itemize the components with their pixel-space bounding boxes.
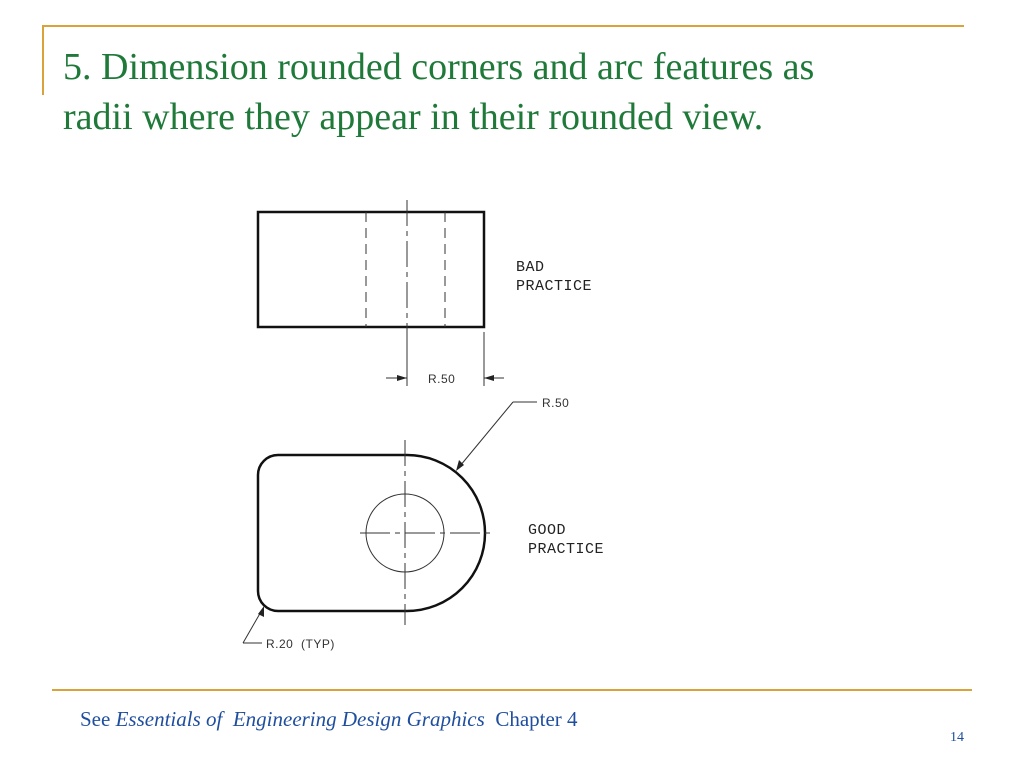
slide-title: 5. Dimension rounded corners and arc fea… [63,42,963,142]
footer-chapter: Chapter 4 [484,707,578,731]
bad-dimension-text: R.50 [428,372,455,386]
bad-dimension-arrow-left [397,375,407,381]
bad-practice-label-line-1: BAD [516,259,545,276]
good-radius-arrow [456,460,464,471]
footer-book-title: Essentials of Engineering Design Graphic… [115,707,485,731]
footer-prefix: See [80,707,116,731]
bad-practice-view: R.50 BAD PRACTICE [256,200,592,386]
footer-citation: See Essentials of Engineering Design Gra… [80,707,578,732]
good-radius-leader [459,401,514,467]
top-accent-rule [42,25,964,27]
good-practice-label-line-2: PRACTICE [528,541,604,558]
page-number: 14 [950,730,964,745]
corner-radius-leader [242,609,263,644]
left-accent-rule [42,25,44,95]
bad-part-outline [256,210,486,329]
slide-title-line-2: radii where they appear in their rounded… [63,96,764,138]
good-practice-view: R.50 R.20 (TYP) GOOD PRACTICE [242,396,604,651]
good-practice-label-line-1: GOOD [528,522,566,539]
good-part-outline [256,453,487,613]
bottom-accent-rule [52,689,972,691]
slide-title-line-1: 5. Dimension rounded corners and arc fea… [63,46,815,88]
bad-practice-label-line-2: PRACTICE [516,278,592,295]
corner-radius-arrow [258,606,264,617]
corner-radius-text: R.20 (TYP) [266,637,335,651]
bad-dimension-arrow-right [484,375,494,381]
good-radius-text: R.50 [542,396,569,410]
